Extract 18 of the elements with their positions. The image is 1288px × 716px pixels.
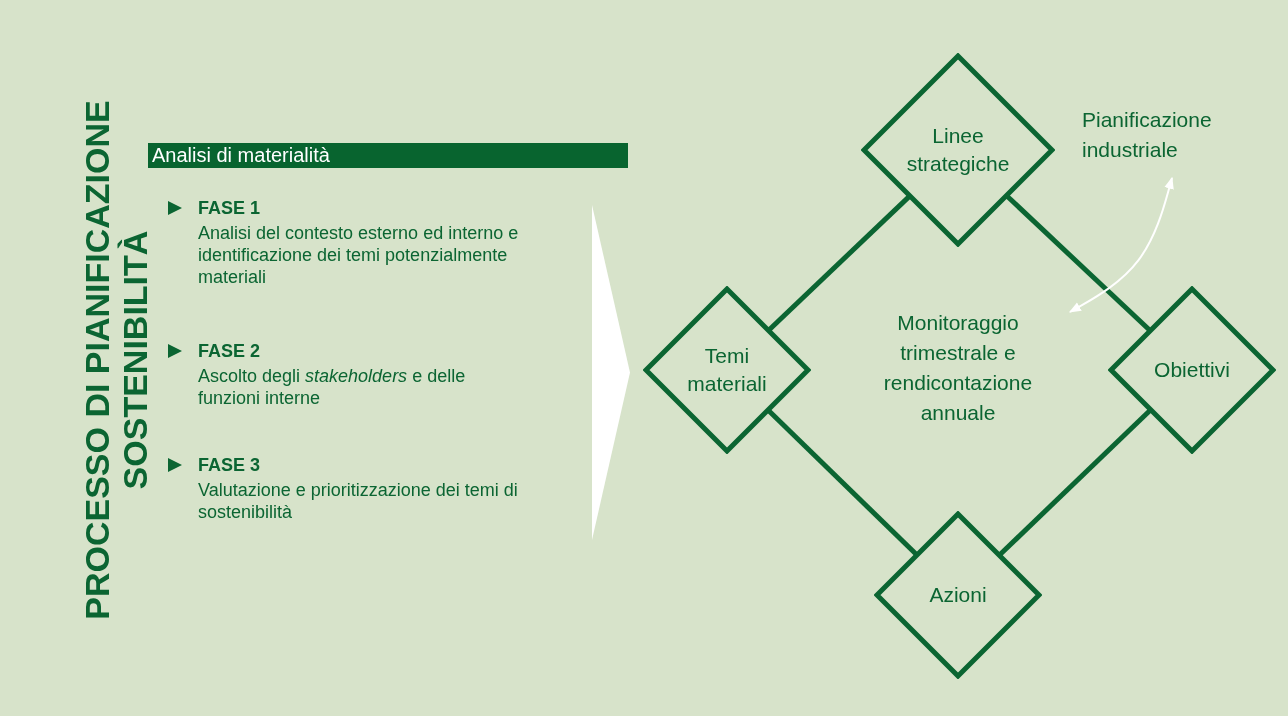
- phase-heading: FASE 3: [198, 454, 262, 477]
- node-label: Temi materiali: [686, 343, 768, 397]
- phase-description: Valutazione e prioritizzazione dei temi di sostenibilità: [198, 479, 519, 523]
- phase-description: Ascolto degli stakeholders e delle funzioni interne: [198, 365, 467, 409]
- connector-line: [1005, 194, 1151, 332]
- node-label: Obiettivi: [1153, 357, 1231, 383]
- section-header: Analisi di materialità: [148, 143, 628, 168]
- phase-heading: FASE 1: [198, 197, 262, 220]
- node-label: Azioni: [928, 582, 988, 608]
- connector-line: [998, 408, 1152, 557]
- connector-line: [767, 409, 918, 556]
- phase-heading: FASE 2: [198, 340, 262, 363]
- curved-double-arrow: [1068, 176, 1174, 313]
- node-label: Linee strategiche: [905, 123, 1011, 177]
- node-label: Pianificazione industriale: [1082, 107, 1213, 163]
- connector-line: [767, 195, 911, 332]
- node-label: Monitoraggio trimestrale e rendicontazione annuale: [882, 310, 1034, 426]
- phase-description: Analisi del contesto esterno ed interno e identificazione dei temi potenzialmente materiali: [198, 222, 520, 288]
